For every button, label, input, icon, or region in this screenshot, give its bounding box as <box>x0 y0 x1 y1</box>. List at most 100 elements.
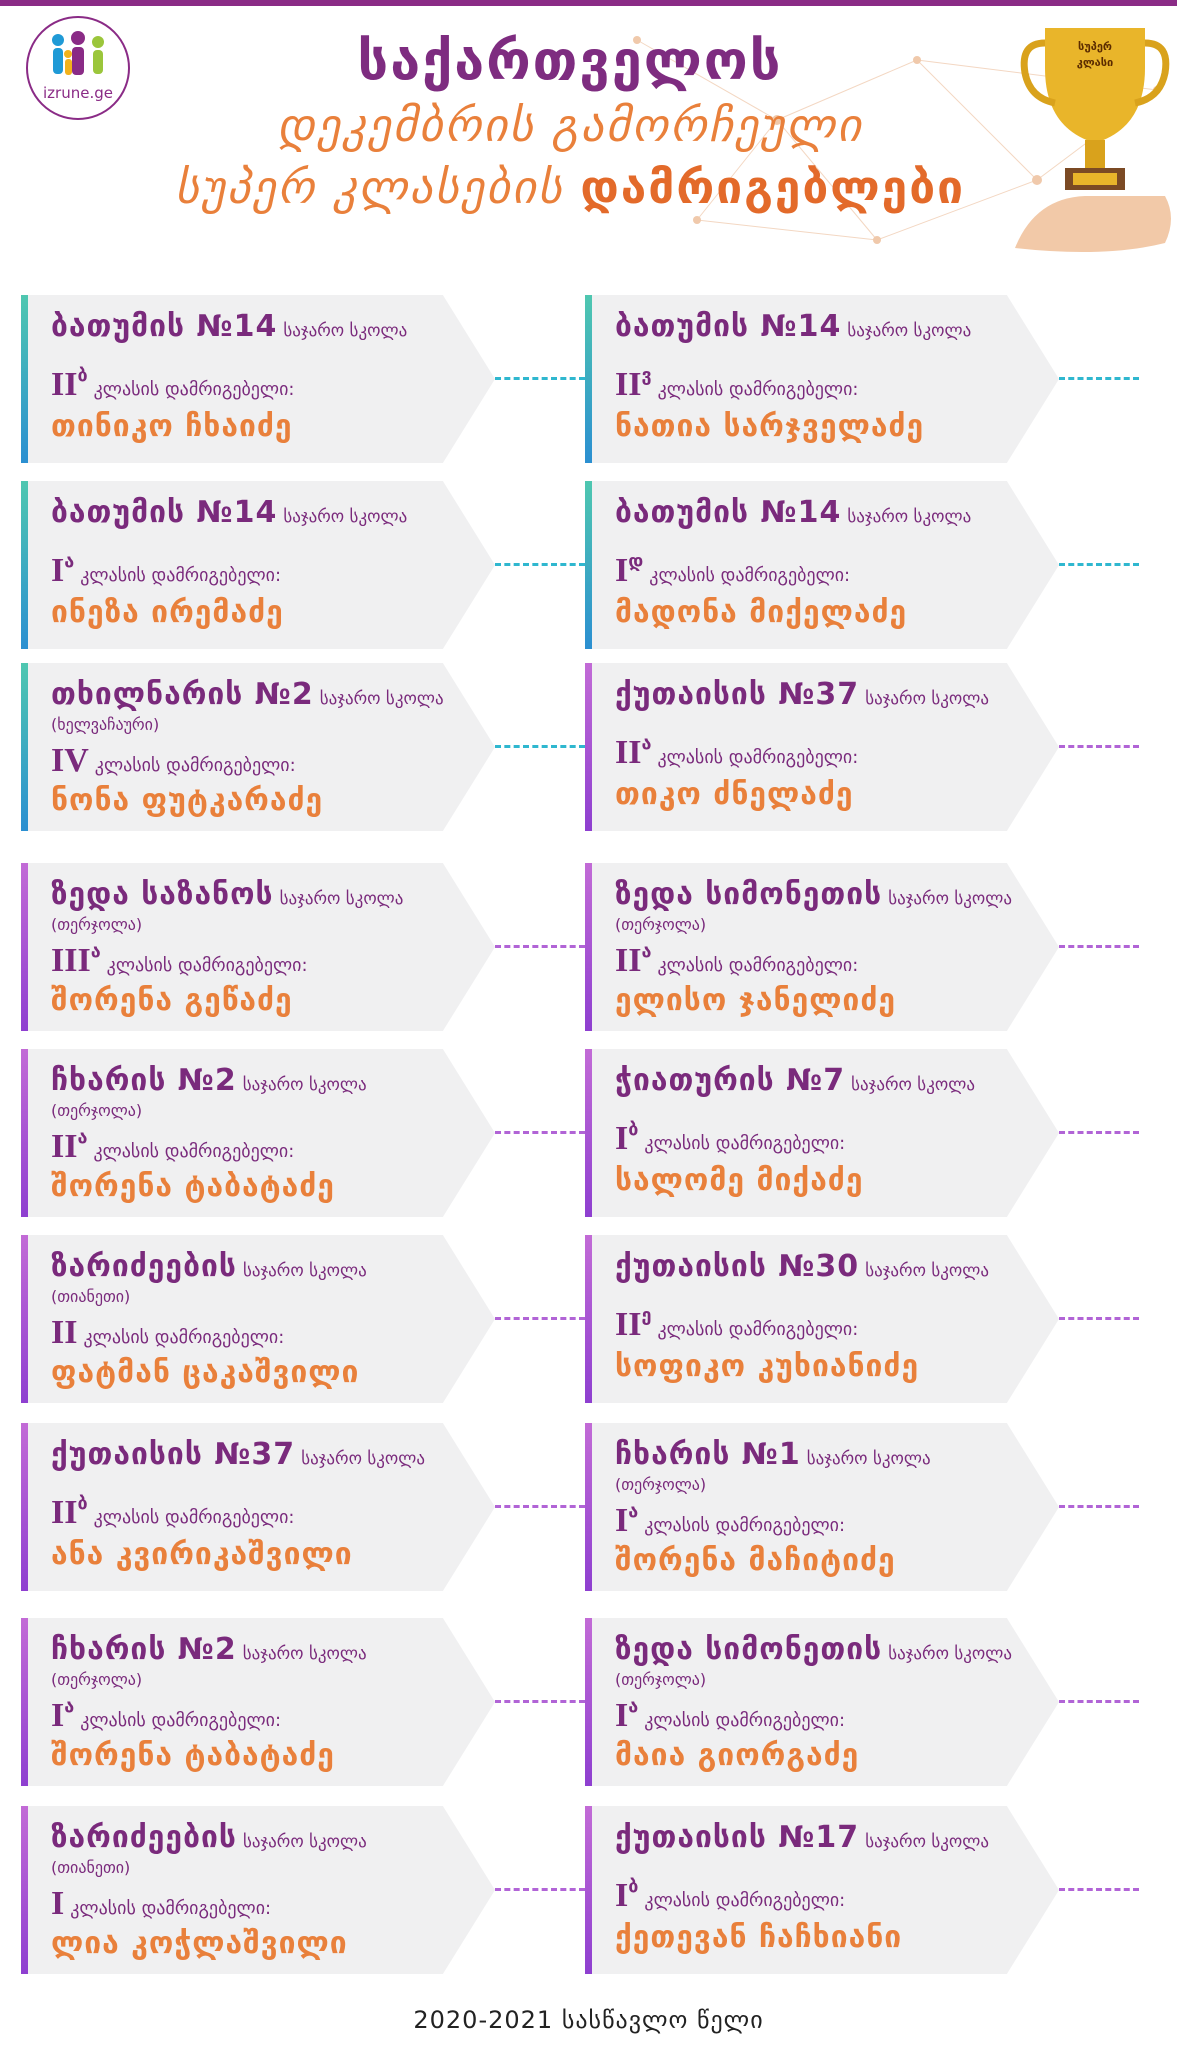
winner-name: ნათია სარჯველაძე <box>615 409 925 444</box>
school-city: ჩხარის №2 <box>51 1632 237 1667</box>
trophy-graphic: სუპერ კლასი <box>1015 18 1177 268</box>
winner-name: თინიკო ჩხაიძე <box>51 409 293 444</box>
title-line-3-normal: სუპერ კლასების <box>174 160 564 214</box>
header-title: საქართველოს დეკემბრის გამორჩეული სუპერ კ… <box>130 28 1010 218</box>
school-city: ზარიძეების <box>51 1820 237 1855</box>
school-type: საჯარო სკოლა <box>888 889 1013 909</box>
school-type: საჯარო სკოლა <box>806 1449 931 1469</box>
class-line: IIბკლასის დამრიგებელი: <box>51 365 294 404</box>
class-number: I <box>615 1697 629 1734</box>
school-type: საჯარო სკოლა <box>865 1832 990 1852</box>
card-accent-bar <box>585 1806 592 1974</box>
class-letter: დ <box>628 551 644 572</box>
card-accent-bar <box>585 863 592 1031</box>
title-line-2: დეკემბრის გამორჩეული <box>277 98 863 152</box>
card-connector-line <box>1059 1505 1139 1508</box>
card-connector-line <box>1059 745 1139 748</box>
school-type: საჯარო სკოლა <box>283 507 408 527</box>
card-accent-bar <box>585 1235 592 1403</box>
school-city: ქუთაისის №37 <box>51 1437 296 1472</box>
class-line: IIბკლასის დამრიგებელი: <box>51 1493 294 1532</box>
winner-label: კლასის დამრიგებელი: <box>70 1898 272 1919</box>
winner-name: ინეზა ირემაძე <box>51 595 284 630</box>
winner-name: ანა კვირიკაშვილი <box>51 1537 353 1572</box>
class-line: Iდკლასის დამრიგებელი: <box>615 551 850 590</box>
school-type: საჯარო სკოლა <box>851 1075 975 1095</box>
class-number: I <box>615 552 629 589</box>
title-line-3-bold: დამრიგებლები <box>580 160 966 214</box>
card-accent-bar <box>585 295 592 463</box>
class-number: II <box>51 1128 78 1165</box>
school-type: საჯარო სკოლა <box>865 1261 990 1281</box>
winner-name: შორენა მაჩიტიძე <box>615 1543 896 1578</box>
class-line: IIIაკლასის დამრიგებელი: <box>51 941 308 980</box>
class-line: Iბკლასის დამრიგებელი: <box>615 1876 845 1915</box>
card-connector-line <box>1059 945 1139 948</box>
card-accent-bar <box>585 1423 592 1591</box>
winner-label: კლასის დამრიგებელი: <box>644 1710 846 1731</box>
school-type: საჯარო სკოლა <box>242 1832 367 1852</box>
class-line: Iაკლასის დამრიგებელი: <box>51 551 281 590</box>
class-number: I <box>615 1877 629 1914</box>
card-accent-bar <box>21 1049 28 1217</box>
school-city: ჩხარის №1 <box>615 1437 801 1472</box>
winner-label: კლასის დამრიგებელი: <box>644 1515 846 1536</box>
card-accent-bar <box>585 481 592 649</box>
school-city: ბათუმის №14 <box>615 309 842 344</box>
class-number: II <box>615 942 642 979</box>
winner-name: ნონა ფუტკარაძე <box>51 783 324 818</box>
school-type: საჯარო სკოლა <box>847 507 972 527</box>
card-accent-bar <box>21 663 28 831</box>
school-city: ქუთაისის №37 <box>615 677 860 712</box>
network-background-graphic <box>633 36 1161 244</box>
card-accent-bar <box>21 1618 28 1786</box>
card-connector-line <box>495 1888 585 1891</box>
school-region: (თიანეთი) <box>51 1287 131 1306</box>
school-type: საჯარო სკოლა <box>242 1261 367 1281</box>
card-connector-line <box>495 945 585 948</box>
class-letter: ბ <box>628 1876 639 1897</box>
class-letter: ა <box>64 1696 75 1717</box>
school-city: ქუთაისის №30 <box>615 1249 860 1284</box>
card-connector-line <box>495 745 585 748</box>
school-type: საჯარო სკოლა <box>301 1449 426 1469</box>
school-region: (თერჯოლა) <box>615 1670 707 1689</box>
school-city: თხილნარის №2 <box>51 677 314 712</box>
winner-name: ქეთევან ჩაჩხიანი <box>615 1920 903 1955</box>
class-letter: ა <box>90 941 101 962</box>
trophy-label-bottom: კლასი <box>1076 56 1114 69</box>
class-letter: ა <box>628 1501 639 1522</box>
winner-name: თიკო ძნელაძე <box>615 777 854 812</box>
class-letter: ე <box>641 1305 652 1326</box>
class-number: II <box>615 734 642 771</box>
school-type: საჯარო სკოლა <box>847 321 972 341</box>
school-type: საჯარო სკოლა <box>319 689 444 709</box>
card-accent-bar <box>21 481 28 649</box>
card-connector-line <box>495 1505 585 1508</box>
winner-name: ფატმან ცაკაშვილი <box>51 1355 360 1390</box>
title-line-3: სუპერ კლასების დამრიგებლები <box>130 156 1010 218</box>
school-city: ბათუმის №14 <box>51 495 278 530</box>
winner-label: კლასის დამრიგებელი: <box>657 379 859 400</box>
izrune-logo[interactable]: izrune.ge <box>26 16 130 120</box>
